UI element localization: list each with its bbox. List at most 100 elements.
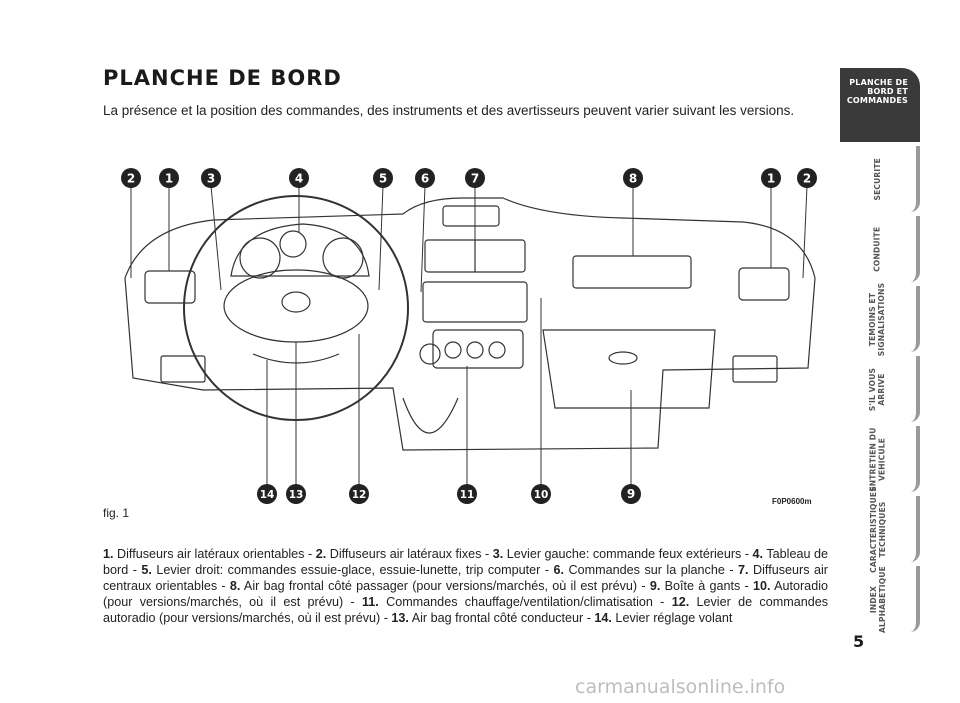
callout-3: 3 [201,168,221,188]
caption-text: Levier gauche: commande feux extérieurs … [503,547,753,561]
fiat-logo [281,291,311,313]
glovebox [542,329,716,409]
callout-2-left: 2 [121,168,141,188]
caption-text: Diffuseurs air latéraux fixes - [326,547,493,561]
callout-label: 6 [421,172,429,186]
caption-text: Air bag frontal côté passager (pour vers… [240,579,650,593]
caption-number: 2. [315,547,327,561]
callout-6: 6 [415,168,435,188]
caption-number: 8. [229,579,241,593]
dashboard-illustration: 2 1 3 4 5 6 7 8 1 2 14 13 12 11 10 9 [121,168,817,504]
callout-label: 1 [767,172,775,186]
callout-label: 9 [627,487,635,501]
caption-text: Levier réglage volant [611,611,733,625]
callout-12: 12 [349,484,369,504]
callout-label: 11 [460,489,475,501]
caption-number: 12. [671,595,690,609]
caption-text: Commandes sur la planche - [564,563,739,577]
callout-14: 14 [257,484,277,504]
callouts-bottom: 14 13 12 11 10 9 [257,484,641,504]
speedometer [322,237,364,279]
callout-label: 2 [803,172,811,186]
page-number: 5 [853,632,865,651]
caption-number: 5. [141,563,152,577]
caption-number: 6. [553,563,565,577]
gear-knob [419,343,441,365]
caption-number: 13. [391,611,409,625]
page-title: PLANCHE DE BORD [103,66,342,90]
callout-7: 7 [465,168,485,188]
callout-label: 8 [629,172,637,186]
center-gauge [279,230,307,258]
caption-number: 14. [594,611,612,625]
callout-label: 14 [260,489,275,501]
dashboard-outline [124,197,816,451]
figure-label: fig. 1 [103,506,130,520]
watermark: carmanualsonline.info [575,676,786,698]
left-side-vent [144,270,196,304]
callout-label: 13 [289,489,304,501]
callout-label: 2 [127,172,135,186]
caption-number: 11. [361,595,379,609]
gear-lever [402,397,459,434]
chapter-tab-label: CONDUITE [872,226,882,272]
callout-1-left: 1 [159,168,179,188]
chapter-tab-label: SECURITE [872,157,882,201]
callout-13: 13 [286,484,306,504]
callout-label: 4 [295,172,303,186]
left-lower-vent [160,355,206,383]
caption-text: Levier de commandes autoradio (pour vers… [103,595,829,625]
center-display [442,205,500,227]
right-side-vent [738,267,790,301]
caption-text: Tableau de bord - [103,547,828,577]
callout-label: 3 [207,172,215,186]
chapter-tab[interactable]: CONDUITE [840,216,920,282]
callout-label: 1 [165,172,173,186]
caption-text: Diffuseurs air centraux orientables - [103,563,828,593]
callout-5: 5 [373,168,393,188]
caption: 1. Diffuseurs air latéraux orientables -… [103,546,828,626]
callout-label: 10 [534,489,549,501]
callout-8: 8 [623,168,643,188]
right-lower-vent [732,355,778,383]
intro-text: La présence et la position des commandes… [103,103,795,118]
glovebox-handle [608,351,638,365]
autoradio [422,281,528,323]
caption-number: 9. [649,579,661,593]
caption-text: Levier droit: commandes essuie-glace, es… [151,563,554,577]
caption-number: 1. [103,547,114,561]
callouts-top: 2 1 3 4 5 6 7 8 1 2 [121,168,817,188]
climate-panel [432,329,524,369]
callout-label: 12 [352,489,367,501]
caption-number: 10. [753,579,771,593]
caption-number: 7. [738,563,749,577]
caption-text: Commandes chauffage/ventilation/climatis… [378,595,672,609]
passenger-airbag-panel [572,255,692,289]
tachometer [239,237,281,279]
figure-code: F0P0600m [772,497,812,506]
chapter-tab[interactable]: SECURITE [840,146,920,212]
caption-text: Boîte à gants - [660,579,754,593]
callout-1-right: 1 [761,168,781,188]
caption-number: 4. [752,547,764,561]
instrument-cluster [230,223,370,277]
callout-10: 10 [531,484,551,504]
callout-label: 7 [471,172,479,186]
callout-2-right: 2 [797,168,817,188]
steering-hub [223,269,369,343]
callout-11: 11 [457,484,477,504]
callout-9: 9 [621,484,641,504]
